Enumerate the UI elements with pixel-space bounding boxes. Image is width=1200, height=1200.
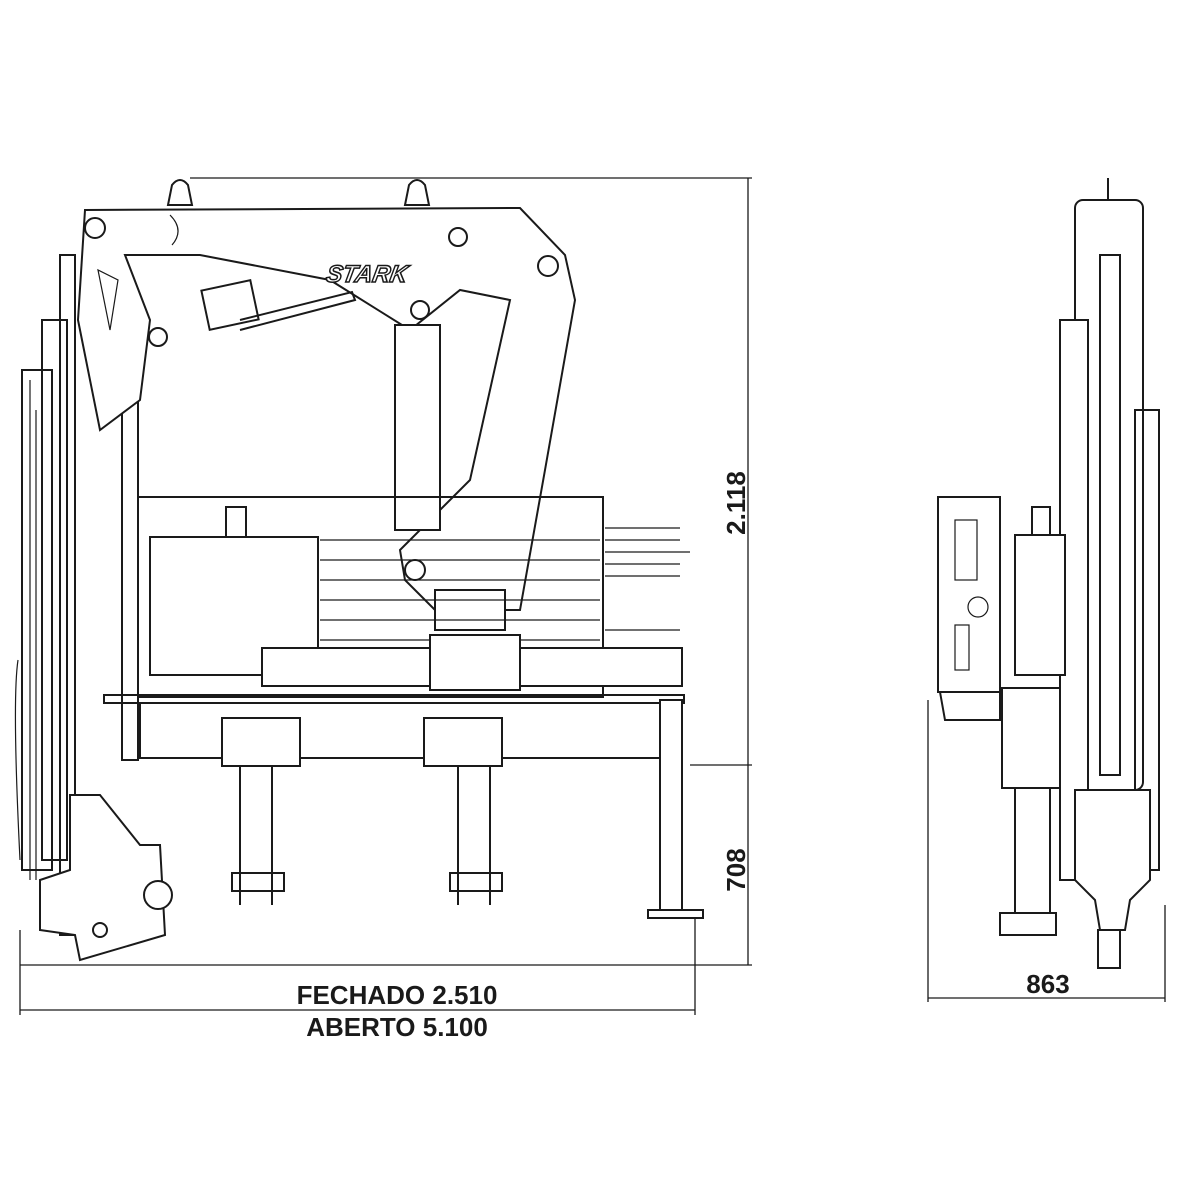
- hook-side: [1097, 929, 1121, 969]
- lifting-eye-2: [403, 179, 431, 206]
- control-panel-levers: [954, 519, 989, 671]
- clamp-2: [423, 717, 503, 767]
- stabilizer-housing-side: [1001, 687, 1061, 789]
- dimension-lines: [19, 177, 1166, 1015]
- main-boom: [76, 206, 577, 611]
- slew-housing: [429, 634, 521, 691]
- clamp-rods: [231, 766, 503, 905]
- dimension-base-height: 708: [721, 848, 751, 891]
- pin-icon: [92, 922, 108, 938]
- rotation-mechanism-side: [1074, 789, 1151, 931]
- tank-cap: [225, 506, 247, 538]
- boom-details: [97, 214, 179, 331]
- column-left-inner: [41, 319, 68, 861]
- dimension-closed-width: FECHADO 2.510: [297, 980, 498, 1010]
- hydraulic-cylinder-head: [200, 279, 260, 331]
- oil-tank-side: [1014, 534, 1066, 676]
- hook-icon: [143, 880, 173, 910]
- slew-column: [434, 589, 506, 631]
- dimension-open-width: ABERTO 5.100: [306, 1012, 488, 1042]
- vertical-cylinder: [394, 324, 441, 531]
- hoses: [14, 380, 37, 880]
- hydraulic-line-left: [21, 369, 53, 871]
- stabilizer-leg-side: [1014, 787, 1051, 914]
- side-plate: [938, 691, 1001, 721]
- control-levers: [605, 527, 690, 631]
- side-view: [937, 178, 1160, 969]
- stark-logo: STARK: [324, 261, 411, 288]
- boom-inner: [1099, 254, 1121, 776]
- rotation-mechanism: [39, 794, 167, 962]
- dimension-depth: 863: [1026, 969, 1069, 999]
- front-view: STARK: [14, 179, 704, 962]
- base-frame: [137, 496, 604, 698]
- frame-slats: [320, 539, 600, 641]
- stabilizer-leg: [659, 699, 683, 911]
- clamp-1: [221, 717, 301, 767]
- hydraulic-cylinder-rod: [239, 290, 357, 331]
- tank-cap-side: [1031, 506, 1051, 536]
- column-left-outer: [59, 254, 76, 936]
- lifting-eye-1: [166, 179, 194, 206]
- stabilizer-foot-side: [999, 912, 1057, 936]
- dimension-total-height: 2.118: [721, 471, 751, 535]
- stabilizer-foot: [647, 909, 704, 919]
- subframe: [139, 702, 661, 759]
